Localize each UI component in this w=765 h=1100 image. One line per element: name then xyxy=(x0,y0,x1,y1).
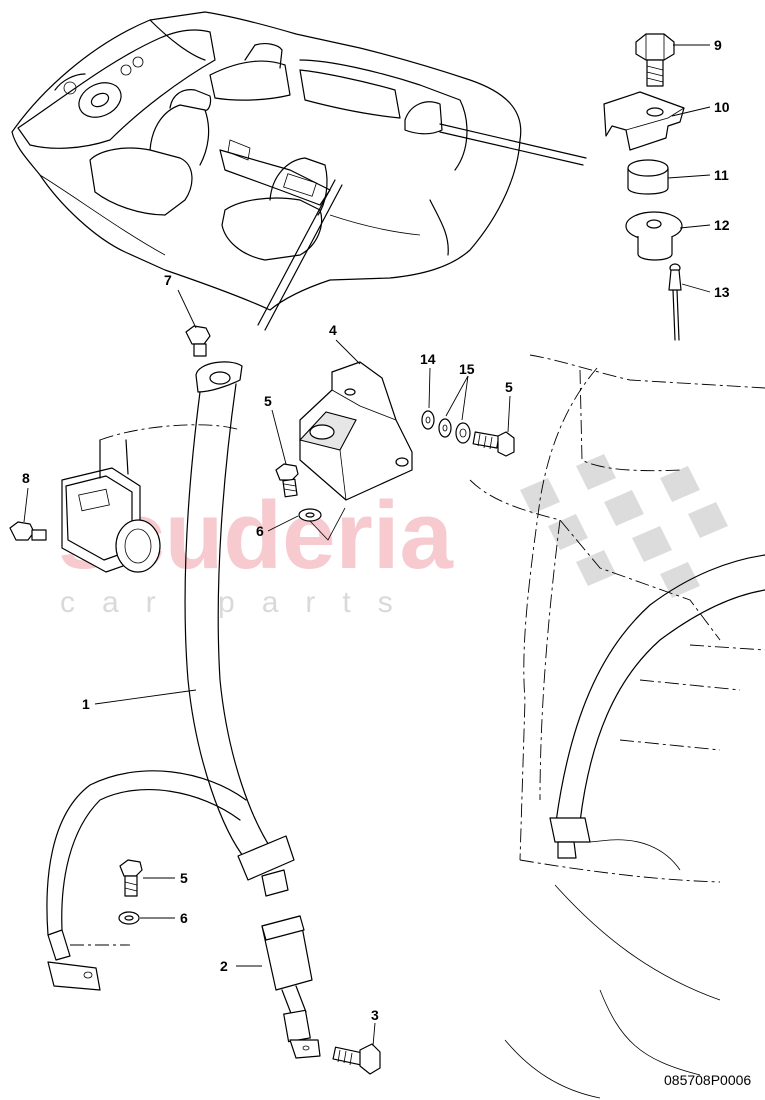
callout-10: 10 xyxy=(714,99,730,115)
part-1-seat-belt xyxy=(46,361,295,991)
callout-1: 1 xyxy=(82,696,90,712)
callout-12: 12 xyxy=(714,217,730,233)
car-interior-overview xyxy=(11,11,587,331)
callout-11: 11 xyxy=(714,167,729,183)
checkered-flag-logo xyxy=(520,454,728,598)
part-5-bolt-upper-mid xyxy=(275,463,299,498)
part-10-bracket xyxy=(603,91,685,151)
part-14-washer xyxy=(421,410,435,430)
callout-5-mid: 5 xyxy=(264,393,272,409)
part-4-bracket xyxy=(298,361,413,501)
callout-5-lower: 5 xyxy=(180,870,188,886)
callout-4: 4 xyxy=(329,322,337,338)
callout-6-lower: 6 xyxy=(180,910,188,926)
part-3-bolt xyxy=(332,1043,381,1075)
callout-3: 3 xyxy=(371,1007,379,1023)
callout-8: 8 xyxy=(22,470,30,486)
callout-13: 13 xyxy=(714,284,730,300)
diagram-reference-code: 085708P0006 xyxy=(664,1072,751,1088)
part-6-washer-upper xyxy=(298,507,346,541)
part-5-bolt-right xyxy=(472,431,515,457)
callout-9: 9 xyxy=(714,37,722,53)
callout-5-right: 5 xyxy=(505,379,513,395)
part-8-retractor xyxy=(9,424,241,573)
part-11-spacer xyxy=(627,159,669,195)
callout-6-upper: 6 xyxy=(256,523,264,539)
part-6-washer-lower xyxy=(118,911,140,925)
callout-15: 15 xyxy=(459,361,475,377)
part-5-bolt-lower xyxy=(119,859,143,897)
part-15-washers xyxy=(438,418,471,444)
callout-14: 14 xyxy=(420,351,436,367)
part-2-buckle xyxy=(261,915,321,1059)
part-7-bolt xyxy=(185,325,211,357)
watermark-tagline: car parts xyxy=(60,586,420,619)
part-9-bolt xyxy=(635,33,675,87)
leader-lines xyxy=(23,44,711,1047)
part-13-rivet xyxy=(668,263,682,341)
part-12-nut xyxy=(625,211,683,261)
callout-2: 2 xyxy=(220,958,228,974)
rear-seat-outline xyxy=(469,354,765,1099)
callout-7: 7 xyxy=(164,272,172,288)
callouts: 9 10 11 12 13 7 4 14 15 5 5 8 6 1 5 6 2 … xyxy=(22,37,730,1023)
